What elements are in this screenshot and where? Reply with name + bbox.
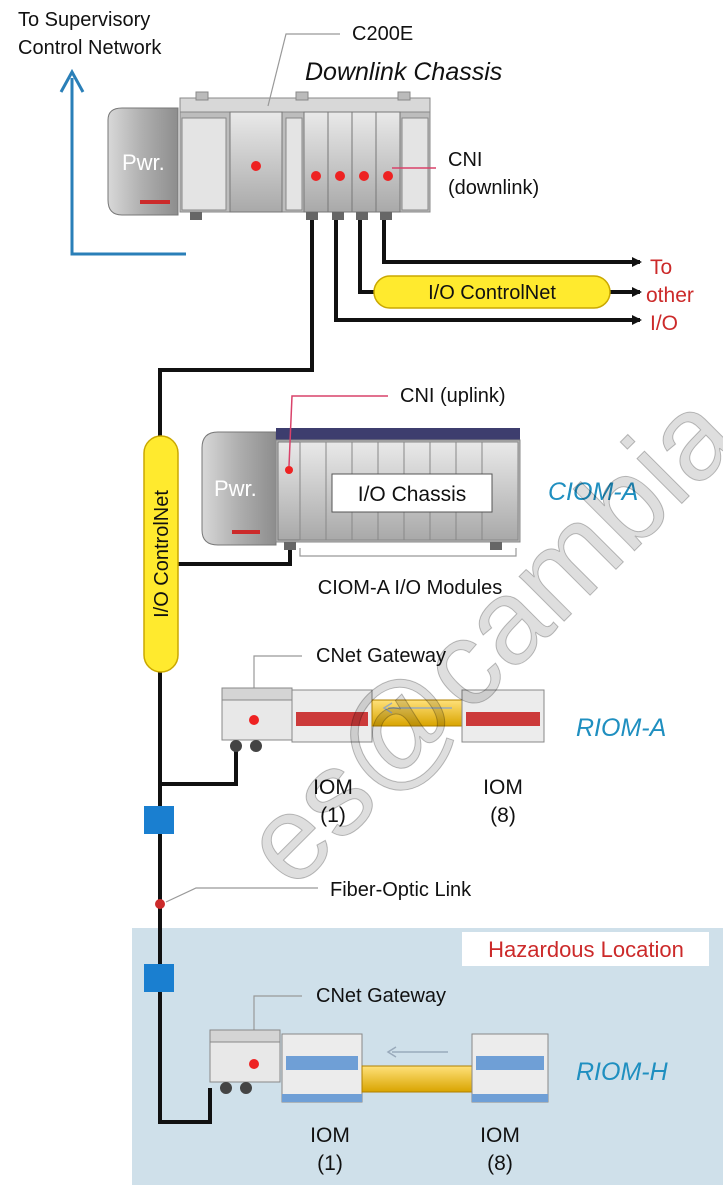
io-controlnet-horizontal-label: I/O ControlNet	[428, 282, 556, 304]
riom-a-assembly	[221, 687, 545, 752]
din-rail-h	[361, 1065, 473, 1093]
cnet-gateway-a-label: CNet Gateway	[316, 645, 446, 667]
iom-a8-label-2: (8)	[490, 804, 516, 827]
ciom-a-title: CIOM-A	[548, 478, 638, 506]
fiber-converter-top	[144, 806, 174, 834]
io-chassis-label-box	[331, 473, 493, 513]
cnet-gateway-h-label: CNet Gateway	[316, 985, 446, 1007]
cable-to-other-io-1	[382, 220, 642, 267]
fiber-optic-label: Fiber-Optic Link	[330, 879, 472, 901]
supervisory-network-line	[70, 78, 186, 256]
supervisory-arrow-head	[59, 68, 85, 93]
supervisory-label-line2: Control Network	[18, 37, 162, 59]
fiber-converter-bottom	[144, 964, 174, 992]
c200e-callout	[267, 33, 340, 107]
iom-a8-label-1: IOM	[483, 776, 523, 799]
c200e-label: C200E	[352, 23, 413, 45]
pwr-label-top: Pwr.	[122, 150, 165, 175]
iom-h8-label-1: IOM	[480, 1124, 520, 1147]
io-controlnet-trunk	[158, 220, 314, 1124]
pwr-label-mid: Pwr.	[214, 476, 257, 501]
cnet-gateway-h-callout	[253, 995, 302, 1030]
c200e-led	[251, 161, 261, 171]
cni-uplink-callout	[288, 395, 388, 467]
to-other-io-label-2: other	[646, 284, 694, 307]
ciom-a-modules-label: CIOM-A I/O Modules	[318, 577, 503, 599]
power-supply-mid	[201, 431, 277, 546]
riom-a-cable	[160, 748, 238, 786]
io-chassis-label: I/O Chassis	[358, 483, 467, 506]
cni-module-2	[327, 111, 353, 213]
cni-uplink-label: CNI (uplink)	[400, 385, 506, 407]
downlink-chassis-title: Downlink Chassis	[305, 58, 502, 86]
iom-h1-label-2: (1)	[317, 1152, 343, 1175]
cable-to-other-io-3	[334, 220, 642, 325]
riom-a-title: RIOM-A	[576, 714, 666, 742]
io-controlnet-badge-vertical	[143, 435, 179, 673]
cni-module-4	[375, 111, 401, 213]
supervisory-label-line1: To Supervisory	[18, 9, 150, 31]
iom-a1-label-1: IOM	[313, 776, 353, 799]
fiber-optic-callout	[165, 887, 318, 903]
io-controlnet-badge-horizontal	[373, 275, 611, 309]
cni-module-3	[351, 111, 377, 213]
downlink-chassis: Pwr.	[107, 91, 431, 220]
iom-a1-label-2: (1)	[320, 804, 346, 827]
riom-h-title: RIOM-H	[576, 1058, 669, 1086]
iom-h8-label-2: (8)	[487, 1152, 513, 1175]
cni-downlink-label-1: CNI	[448, 149, 482, 171]
fiber-optic-marker	[155, 899, 165, 909]
to-other-io-label-1: To	[650, 256, 672, 279]
to-other-io-label-3: I/O	[650, 312, 678, 335]
riom-h-assembly	[209, 1029, 549, 1103]
ciom-a-modules-bracket	[299, 548, 517, 557]
hazardous-label: Hazardous Location	[488, 937, 684, 962]
iom-h1-label-1: IOM	[310, 1124, 350, 1147]
hazardous-label-box	[462, 932, 709, 966]
ciom-a-chassis: Pwr. I/O Chassis	[201, 428, 521, 550]
cni-downlink-label-2: (downlink)	[448, 177, 539, 199]
power-supply-top	[107, 107, 179, 216]
io-controlnet-vertical-label: I/O ControlNet	[151, 490, 173, 618]
cni-module-1	[303, 111, 329, 213]
